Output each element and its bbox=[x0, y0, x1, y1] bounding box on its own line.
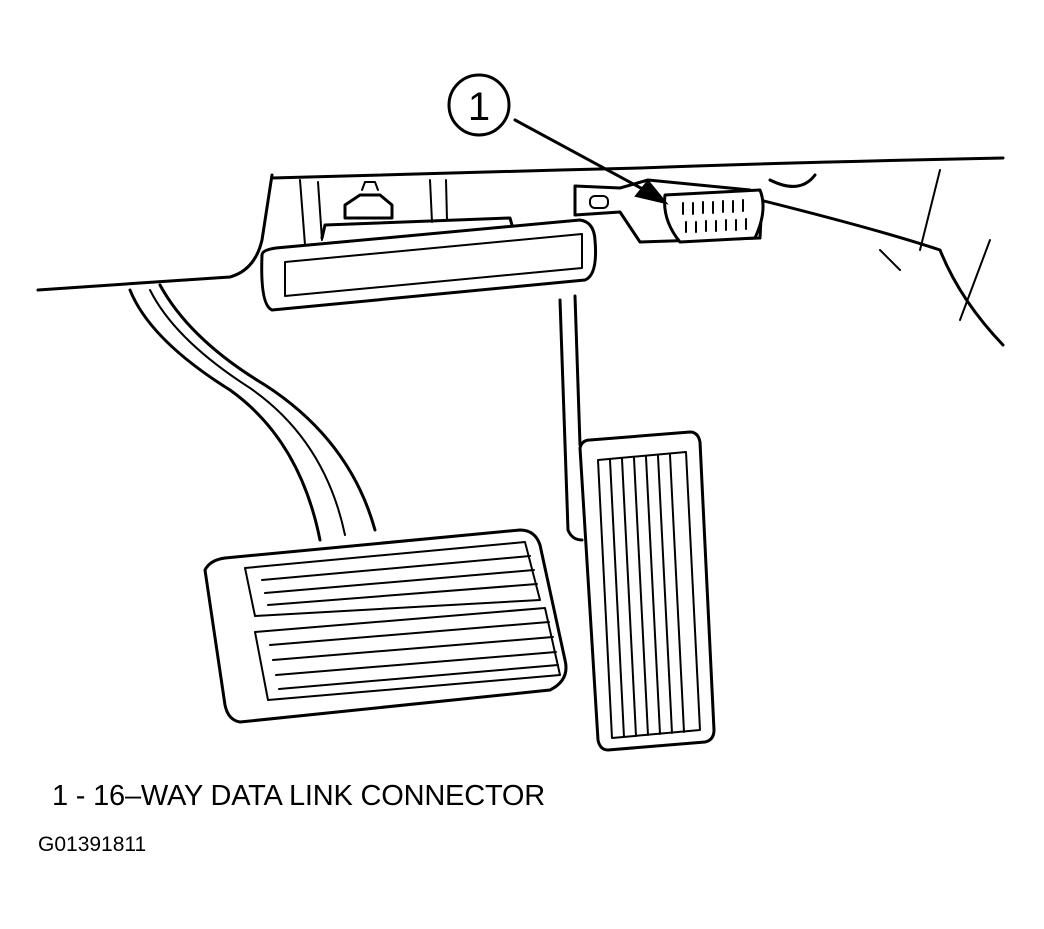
accelerator-pedal-pad bbox=[578, 430, 716, 752]
data-link-connector bbox=[573, 178, 765, 244]
dashboard-underside bbox=[36, 156, 1005, 347]
callout-arrowhead bbox=[634, 179, 669, 205]
parking-brake-pedal bbox=[260, 218, 597, 312]
legend-caption: 1 - 16–WAY DATA LINK CONNECTOR bbox=[52, 780, 546, 812]
callout-number: 1 bbox=[468, 85, 490, 129]
brake-pedal-arm bbox=[128, 283, 377, 542]
accelerator-pedal-arm bbox=[558, 294, 584, 542]
brake-pedal-pad bbox=[203, 528, 568, 724]
figure-id: G01391811 bbox=[38, 833, 147, 856]
callout-1: 1 bbox=[447, 73, 669, 205]
